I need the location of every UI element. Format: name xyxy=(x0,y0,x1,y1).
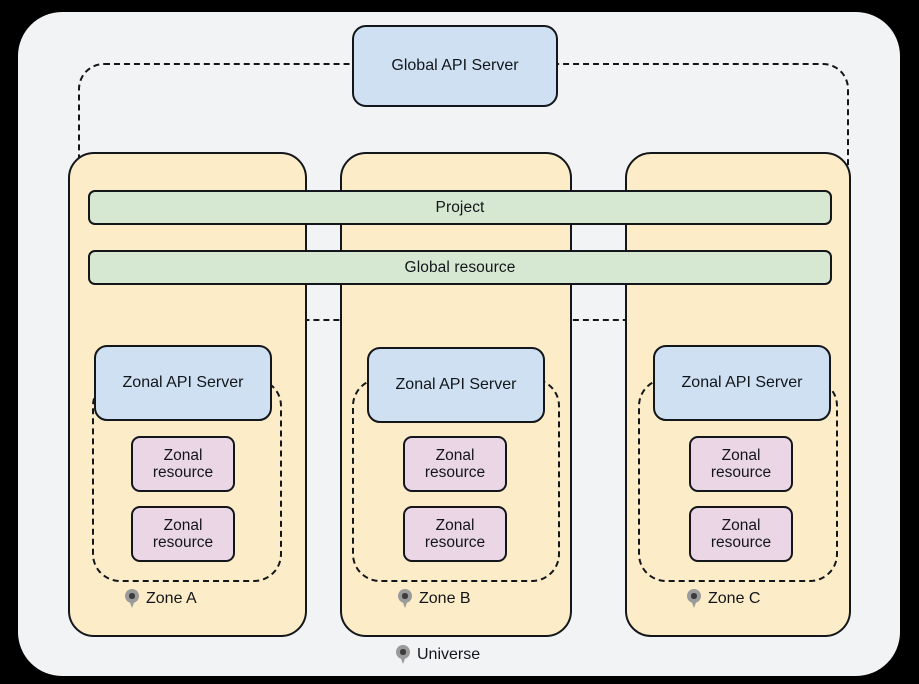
zonal-resource-node-a1[interactable]: Zonal resource xyxy=(131,436,235,492)
global-resource-bar-label: Global resource xyxy=(404,258,516,276)
project-bar-label: Project xyxy=(435,198,485,216)
zonal-api-server-node-b[interactable]: Zonal API Server xyxy=(367,347,545,423)
zonal-resource-line1: Zonal xyxy=(721,446,761,464)
zonal-api-server-label-c: Zonal API Server xyxy=(681,374,803,391)
global-resource-bar[interactable]: Global resource xyxy=(88,250,832,285)
universe-caption-label: Universe xyxy=(417,645,481,663)
location-pin-icon xyxy=(398,589,412,608)
zonal-resource-line2: resource xyxy=(710,464,772,481)
zonal-resource-line1: Zonal xyxy=(163,516,203,534)
zone-caption-b: Zone B xyxy=(398,589,471,608)
location-pin-icon xyxy=(125,589,139,608)
zonal-resource-line1: Zonal xyxy=(435,446,475,464)
zonal-resource-line2: resource xyxy=(424,464,486,481)
global-api-server-label: Global API Server xyxy=(391,57,519,74)
zonal-resource-node-b1[interactable]: Zonal resource xyxy=(403,436,507,492)
zone-caption-label-b: Zone B xyxy=(419,589,471,607)
zonal-resource-node-a2[interactable]: Zonal resource xyxy=(131,506,235,562)
zonal-resource-line1: Zonal xyxy=(163,446,203,464)
zonal-resource-line2: resource xyxy=(152,534,214,551)
zonal-resource-line2: resource xyxy=(152,464,214,481)
zone-caption-c: Zone C xyxy=(687,589,760,608)
zonal-api-server-label-b: Zonal API Server xyxy=(395,376,517,393)
zone-caption-label-c: Zone C xyxy=(708,589,761,607)
zonal-resource-line2: resource xyxy=(424,534,486,551)
zonal-resource-line2: resource xyxy=(710,534,772,551)
zonal-api-server-node-a[interactable]: Zonal API Server xyxy=(94,345,272,421)
zonal-resource-line1: Zonal xyxy=(435,516,475,534)
global-api-server-node[interactable]: Global API Server xyxy=(352,25,558,107)
zonal-resource-node-c1[interactable]: Zonal resource xyxy=(689,436,793,492)
zonal-api-server-node-c[interactable]: Zonal API Server xyxy=(653,345,831,421)
zonal-resource-line1: Zonal xyxy=(721,516,761,534)
location-pin-icon xyxy=(396,645,410,664)
zonal-resource-node-b2[interactable]: Zonal resource xyxy=(403,506,507,562)
zone-caption-label-a: Zone A xyxy=(146,589,197,607)
zonal-resource-node-c2[interactable]: Zonal resource xyxy=(689,506,793,562)
zonal-api-server-label-a: Zonal API Server xyxy=(122,374,244,391)
zone-caption-a: Zone A xyxy=(125,589,197,608)
universe-caption: Universe xyxy=(396,645,480,664)
project-bar[interactable]: Project xyxy=(88,190,832,225)
location-pin-icon xyxy=(687,589,701,608)
